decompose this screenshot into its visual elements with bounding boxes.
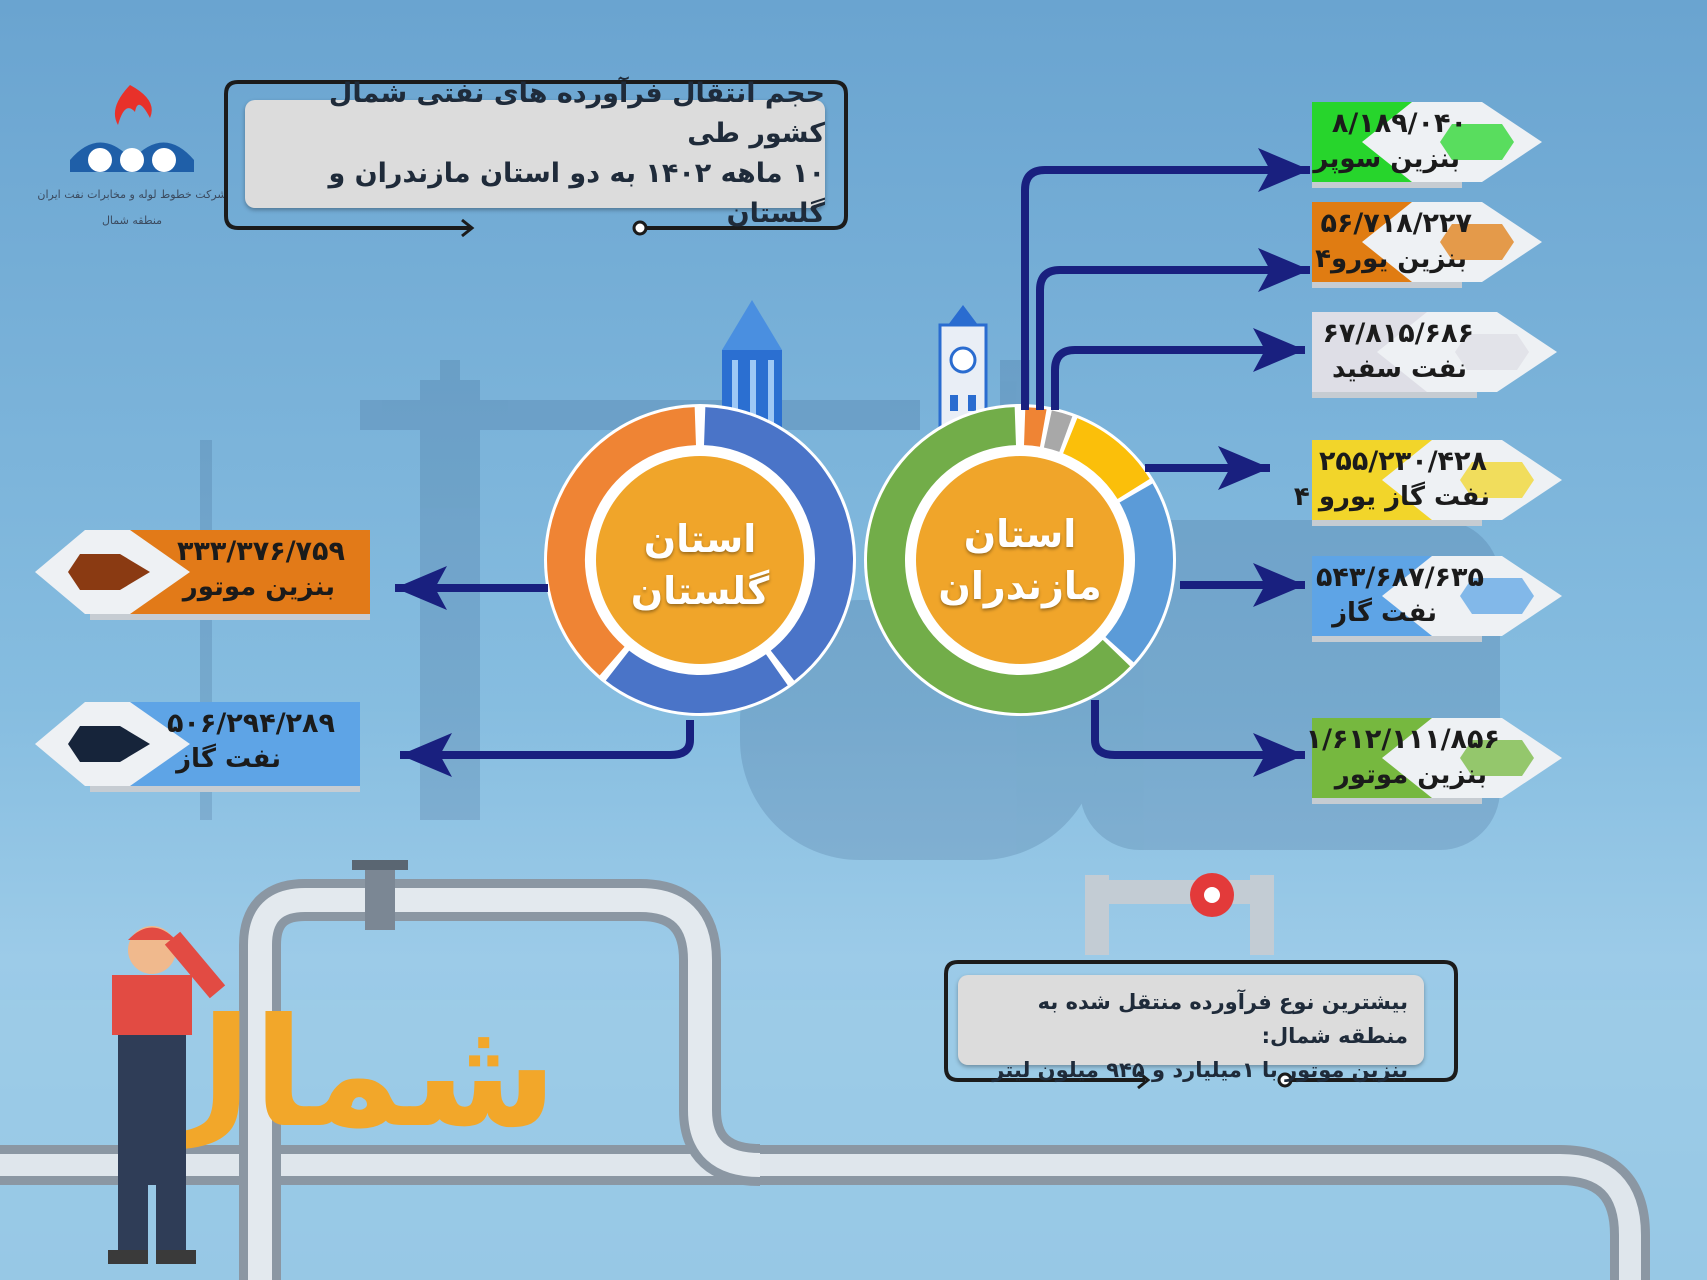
golestan-label-line-2: گلستان [630, 569, 770, 613]
mazandaran-card-gasoil-shape [1312, 556, 1562, 642]
mazandaran-card-gasoil-euro4: ۲۵۵/۲۳۰/۴۲۸ نفت گاز یورو ۴ [1294, 440, 1532, 524]
mazandaran-kerosene-value: ۶۷/۸۱۵/۶۸۶ [1322, 318, 1474, 349]
note-frame [944, 960, 1458, 1082]
golestan-donut-center [596, 456, 804, 664]
mazandaran-super-label: بنزین سوپر [1313, 144, 1460, 174]
mazandaran-gasoline-value: ۱/۶۱۲/۱۱۱/۸۵۶ [1305, 724, 1500, 755]
mazandaran-donut-segment-0 [1023, 407, 1047, 447]
mazandaran-euro4-value: ۵۶/۷۱۸/۲۲۷ [1320, 208, 1472, 239]
title-line-2: ۱۰ ماهه ۱۴۰۲ به دو استان مازندران و گلست… [328, 158, 825, 229]
connector-gasoil-arrowhead [1253, 563, 1305, 607]
mazandaran-gasoil-euro4-value: ۲۵۵/۲۳۰/۴۲۸ [1318, 446, 1487, 477]
mazandaran-euro4-label: بنزین یورو۴ [1315, 244, 1467, 274]
title-line-1: حجم انتقال فرآورده های نفتی شمال کشور طی [328, 78, 825, 149]
golestan-donut-segment-1 [605, 650, 788, 713]
connector-gasoil-euro4-arrowhead [1218, 446, 1270, 490]
golestan-label-line-1: استان [643, 517, 757, 561]
mazandaran-donut-segment-4 [867, 407, 1131, 713]
golestan-gasoline-value: ۳۳۳/۳۷۶/۷۵۹ [176, 536, 345, 567]
note-box: بیشترین نوع فرآورده منتقل شده به منطقه ش… [958, 975, 1424, 1082]
connector-euro4-arrowhead [1258, 248, 1310, 292]
mazandaran-card-euro4: ۵۶/۷۱۸/۲۲۷ بنزین یورو۴ [1312, 202, 1512, 286]
mazandaran-card-super: ۸/۱۸۹/۰۴۰ بنزین سوپر [1312, 102, 1512, 186]
connector-golestan-gasoil [400, 720, 694, 759]
brand-word: شمال [123, 987, 558, 1161]
golestan-donut-segment-2 [547, 407, 697, 676]
mazandaran-gasoil-euro4-label: نفت گاز یورو ۴ [1293, 482, 1490, 512]
pipeline-illustration [0, 860, 1650, 1280]
mazandaran-center-label: استان مازندران [910, 500, 1130, 620]
mazandaran-kerosene-label: نفت سفید [1332, 354, 1467, 384]
golestan-card-gasoline-shape [35, 530, 370, 620]
mazandaran-gasoil-label: نفت گاز [1332, 598, 1437, 628]
mazandaran-donut-center [916, 456, 1124, 664]
logo-company-name: شرکت خطوط لوله و مخابرات نفت ایران [37, 188, 226, 201]
connector-gasoline-arrowhead [1253, 733, 1305, 777]
mazandaran-donut-segment-2 [1062, 418, 1150, 500]
mazandaran-card-gasoline: ۱/۶۱۲/۱۱۱/۸۵۶ بنزین موتور [1306, 718, 1532, 802]
note-line-2: بنزین موتور با ۱میلیارد و ۹۴۵ میلون لیتر [992, 1058, 1408, 1082]
mazandaran-card-gasoil: ۵۴۳/۶۸۷/۶۳۵ نفت گاز [1312, 556, 1532, 640]
golestan-gasoil-label: نفت گاز [176, 744, 281, 774]
mazandaran-card-euro4-shape [1312, 202, 1542, 288]
golestan-gasoil-value: ۵۰۶/۲۹۴/۲۸۹ [166, 708, 335, 739]
connector-gasoline [1091, 700, 1305, 759]
connector-super [1021, 166, 1310, 410]
connector-golestan-gasoil-arrowhead [400, 733, 452, 777]
connector-golestan-gasoline-arrowhead [395, 566, 447, 610]
connector-super-arrowhead [1258, 148, 1310, 192]
mazandaran-label-line-1: استان [963, 512, 1077, 556]
mazandaran-label-line-2: مازندران [938, 564, 1102, 608]
connector-euro4 [1036, 266, 1310, 410]
title-frame [224, 80, 848, 230]
golestan-card-gasoil-shape [35, 702, 360, 792]
connector-kerosene-arrowhead [1253, 328, 1305, 372]
mazandaran-donut-segment-3 [1105, 483, 1173, 663]
mazandaran-card-gasoline-shape [1312, 718, 1562, 804]
golestan-donut-segment-0 [703, 407, 853, 681]
golestan-card-gasoil: ۵۰۶/۲۹۴/۲۸۹ نفت گاز [30, 702, 365, 786]
company-logo-icon [70, 85, 194, 172]
mazandaran-card-super-shape [1312, 102, 1542, 188]
worker-illustration [108, 926, 226, 1264]
title-box: حجم انتقال فرآورده های نفتی شمال کشور طی… [245, 78, 825, 229]
note-line-1: بیشترین نوع فرآورده منتقل شده به منطقه ش… [1037, 990, 1408, 1048]
golestan-center-label: استان گلستان [590, 505, 810, 625]
golestan-card-gasoline: ۳۳۳/۳۷۶/۷۵۹ بنزین موتور [30, 530, 375, 614]
mazandaran-card-kerosene-shape [1312, 312, 1557, 398]
mazandaran-donut-segment-1 [1043, 410, 1073, 453]
mazandaran-card-kerosene: ۶۷/۸۱۵/۶۸۶ نفت سفید [1312, 312, 1532, 396]
mazandaran-super-value: ۸/۱۸۹/۰۴۰ [1331, 108, 1467, 139]
golestan-gasoline-label: بنزین موتور [182, 572, 335, 602]
mazandaran-gasoline-label: بنزین موتور [1334, 760, 1487, 790]
mazandaran-card-gasoil-euro4-shape [1312, 440, 1562, 526]
connector-kerosene [1051, 346, 1305, 410]
mazandaran-gasoil-value: ۵۴۳/۶۸۷/۶۳۵ [1315, 562, 1484, 593]
logo-region-name: منطقه شمال [102, 214, 162, 227]
